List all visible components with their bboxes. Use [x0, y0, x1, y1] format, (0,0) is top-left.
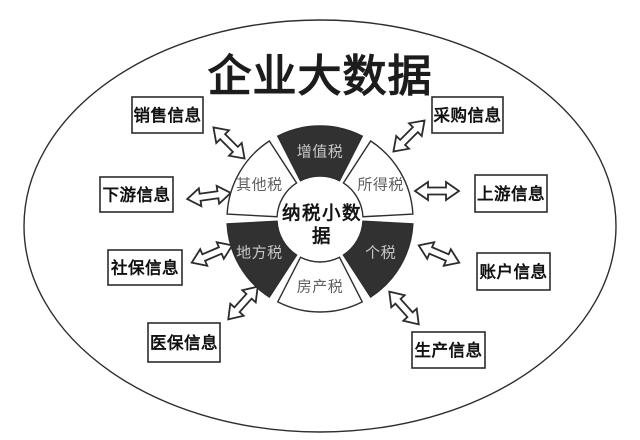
box-procurement-rect [431, 96, 504, 134]
box-production-rect [411, 331, 486, 369]
box-social-security-rect [107, 249, 183, 286]
box-social-security-label: 社保信息 [110, 257, 179, 277]
box-upstream-info: 上游信息 [474, 174, 548, 213]
donut-center-label-line2: 据 [312, 225, 332, 246]
box-social-security-info: 社保信息 [107, 249, 183, 286]
box-procurement-label: 采购信息 [433, 105, 502, 125]
box-sales-rect [131, 96, 204, 134]
tax-donut-chart: 增值税 所得税 个税 房产税 地方税 其他税 纳税小数 据 [226, 125, 414, 313]
box-procurement-info: 采购信息 [431, 96, 504, 134]
box-production-info: 生产信息 [411, 331, 486, 369]
segment-property-tax [276, 256, 364, 313]
segment-other-tax-label: 其他税 [236, 176, 283, 193]
box-upstream-label: 上游信息 [477, 183, 545, 203]
box-account-info: 账户信息 [476, 252, 551, 291]
segment-other-tax [226, 140, 298, 218]
box-upstream-rect [474, 174, 548, 213]
segment-personal-tax [342, 220, 414, 298]
box-downstream-info: 下游信息 [99, 176, 174, 213]
page-title: 企业大数据 [208, 52, 433, 101]
segment-income-tax-label: 所得税 [357, 176, 404, 193]
box-downstream-rect [99, 176, 174, 213]
segment-vat [276, 125, 364, 182]
box-downstream-label: 下游信息 [103, 184, 171, 204]
segment-vat-label: 增值税 [297, 143, 344, 160]
box-medical-rect [147, 322, 221, 363]
box-account-label: 账户信息 [480, 261, 548, 281]
box-medical-label: 医保信息 [150, 332, 218, 352]
segment-income-tax [342, 140, 414, 218]
box-medical-info: 医保信息 [147, 322, 221, 363]
box-account-rect [476, 252, 551, 291]
segment-local-tax-label: 地方税 [236, 244, 283, 261]
box-production-label: 生产信息 [415, 340, 483, 360]
segment-personal-tax-label: 个税 [365, 244, 396, 261]
segment-property-tax-label: 房产税 [297, 278, 344, 295]
box-sales-info: 销售信息 [131, 96, 204, 134]
info-boxes: 销售信息 采购信息 下游信息 上游信息 社保信息 账户信息 [99, 96, 551, 369]
donut-center-label-line1: 纳税小数 [282, 202, 362, 223]
box-sales-label: 销售信息 [134, 105, 202, 125]
segment-local-tax [226, 220, 298, 298]
